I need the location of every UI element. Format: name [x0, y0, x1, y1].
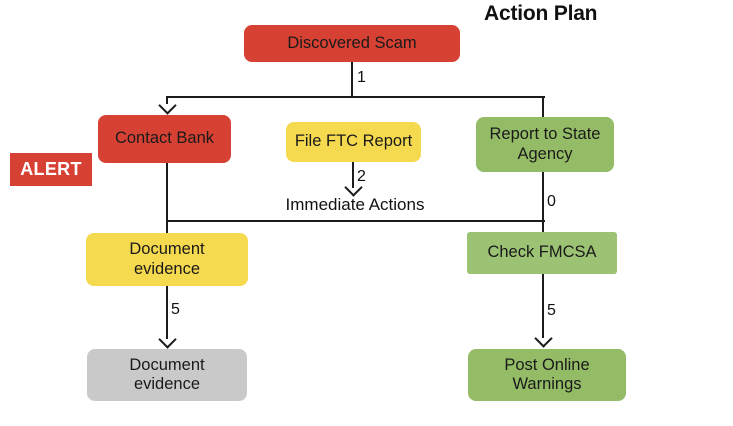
- node-label: Post Online Warnings: [504, 355, 590, 393]
- arrowhead-into-post-online-warnings: [534, 329, 553, 348]
- edge-immediate-actions-line: [166, 220, 545, 222]
- node-check-fmcsa: Check FMCSA: [467, 232, 617, 274]
- edge-label-2: 2: [357, 168, 366, 185]
- node-contact-bank: Contact Bank: [98, 115, 231, 163]
- edge-branch-left-line: [166, 96, 168, 104]
- edge-label-0: 0: [547, 193, 556, 210]
- edge-scam-down-line: [351, 62, 353, 97]
- node-label: Report to State Agency: [489, 125, 601, 163]
- immediate-actions-label: Immediate Actions: [285, 195, 425, 214]
- alert-badge: ALERT: [10, 153, 92, 186]
- edge-label-5-right: 5: [547, 302, 556, 319]
- node-discovered-scam: Discovered Scam: [244, 25, 460, 62]
- node-label: File FTC Report: [294, 132, 413, 151]
- arrowhead-into-document-evidence: [158, 330, 177, 349]
- node-post-online-warnings: Post Online Warnings: [468, 349, 626, 401]
- edge-bank-to-evidence-line: [166, 163, 168, 233]
- edge-evidence-down-line: [166, 286, 168, 339]
- node-label: Document evidence: [129, 355, 205, 393]
- edge-ftc-down-line: [352, 162, 354, 188]
- edge-branch-horizontal-line: [166, 96, 545, 98]
- node-label: Document evidence: [129, 240, 205, 278]
- node-document-evidence-final: Document evidence: [87, 349, 247, 401]
- node-file-ftc-report: File FTC Report: [286, 122, 421, 162]
- edge-branch-right-line: [542, 96, 544, 117]
- node-document-evidence-step: Document evidence: [86, 233, 248, 286]
- page-title: Action Plan: [484, 2, 598, 25]
- node-report-to-state-agency: Report to State Agency: [476, 117, 614, 172]
- node-label: Discovered Scam: [287, 33, 417, 52]
- edge-label-1: 1: [357, 69, 366, 86]
- node-label: Check FMCSA: [487, 243, 597, 262]
- arrowhead-into-contact-bank: [158, 96, 177, 115]
- edge-state-to-fmcsa-line: [542, 172, 544, 232]
- edge-label-5-left: 5: [171, 301, 180, 318]
- node-label: Contact Bank: [114, 129, 215, 148]
- edge-fmcsa-down-line: [542, 274, 544, 338]
